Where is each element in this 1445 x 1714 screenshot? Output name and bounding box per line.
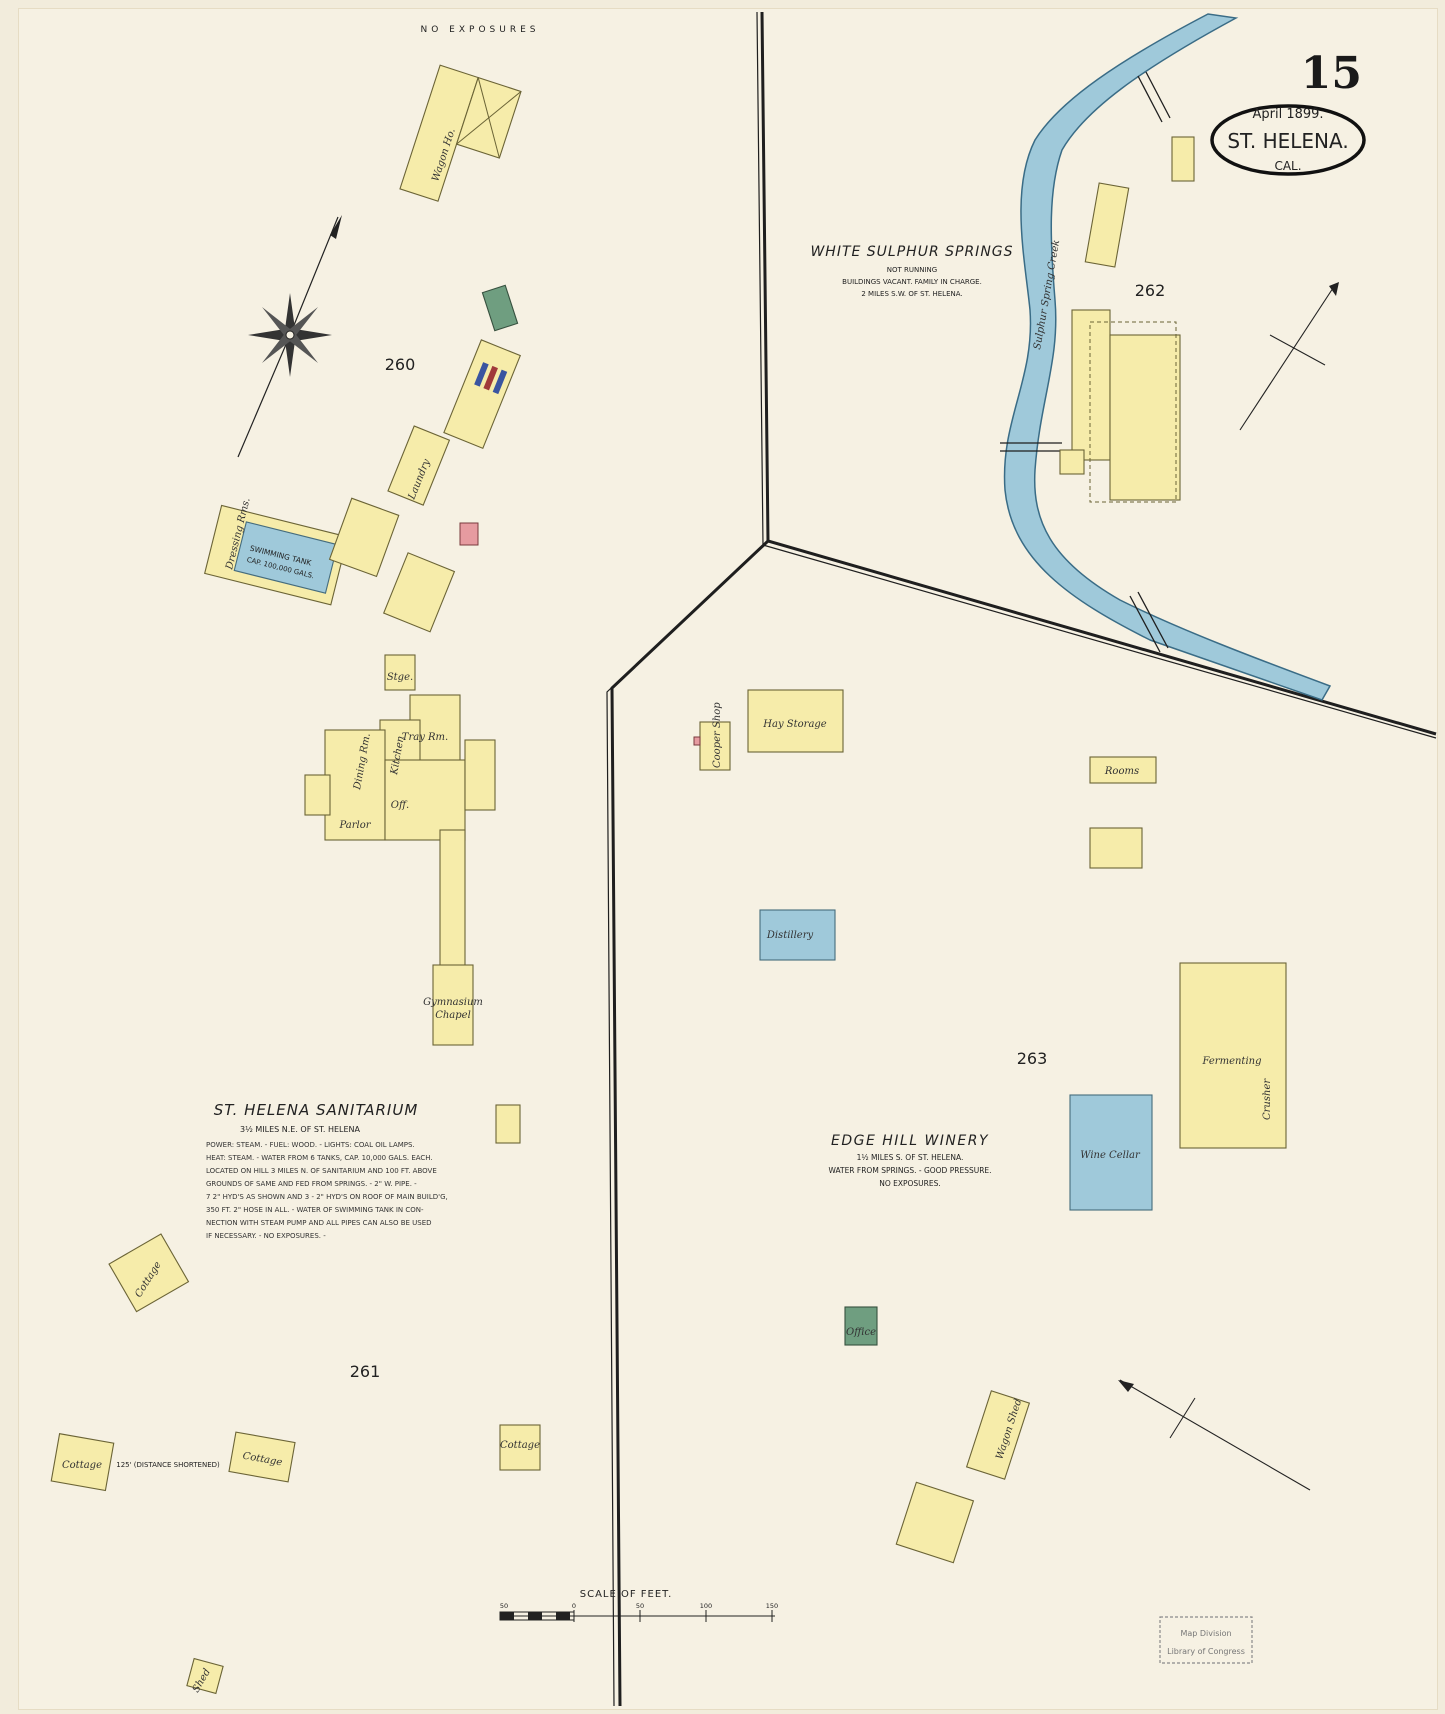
edge-hill-buildings <box>693 689 1287 1564</box>
edge-hill-line2: WATER FROM SPRINGS. - GOOD PRESSURE. <box>828 1166 991 1175</box>
sanitarium-notes: POWER: STEAM. - FUEL: WOOD. - LIGHTS: CO… <box>206 1141 448 1240</box>
svg-text:HEAT: STEAM. - WATER FROM 6 TA: HEAT: STEAM. - WATER FROM 6 TANKS, CAP. … <box>206 1154 433 1162</box>
rooms-label: Rooms <box>1104 766 1139 777</box>
off-label: Off. <box>391 800 409 811</box>
main-building <box>304 654 496 1046</box>
cottage-l <box>495 1104 521 1144</box>
north-arrow-icon-263 <box>1118 1379 1311 1491</box>
svg-text:LOCATED ON HILL 3 MILES N. OF: LOCATED ON HILL 3 MILES N. OF SANITARIUM… <box>206 1167 437 1175</box>
white-sulphur-title: WHITE SULPHUR SPRINGS <box>810 244 1013 260</box>
distance-note: 125' (DISTANCE SHORTENED) <box>116 1461 220 1469</box>
fermenting-label: Fermenting <box>1202 1056 1262 1067</box>
north-arrow-icon-262 <box>1239 282 1339 431</box>
cartouche-date: April 1899. <box>1252 107 1323 122</box>
wagon-house <box>399 64 522 202</box>
svg-text:GROUNDS OF SAME AND FED FROM S: GROUNDS OF SAME AND FED FROM SPRINGS. - … <box>206 1180 417 1188</box>
scale-bar <box>499 1610 775 1622</box>
gymnasium-label: Gymnasium <box>423 997 483 1008</box>
wine-cellar-label: Wine Cellar <box>1080 1150 1141 1161</box>
block-263: 263 <box>1017 1049 1048 1068</box>
scale-label: SCALE OF FEET. <box>580 1589 673 1600</box>
cottage-p <box>50 1433 115 1492</box>
swimming-tank-building <box>204 504 349 606</box>
svg-text:POWER: STEAM. - FUEL: WOOD. -: POWER: STEAM. - FUEL: WOOD. - LIGHTS: CO… <box>206 1141 415 1149</box>
edge-hill-line3: NO EXPOSURES. <box>879 1179 941 1188</box>
block-260: 260 <box>385 355 416 374</box>
office-label: Office <box>846 1327 876 1338</box>
compass-rose-icon <box>237 215 342 458</box>
cottage-m-label: Cottage <box>500 1440 540 1451</box>
cottage-q <box>108 1233 190 1313</box>
distillery-label: Distillery <box>766 930 814 941</box>
cottage-m <box>499 1424 541 1471</box>
stamp-line2: Library of Congress <box>1167 1647 1245 1656</box>
map-sheet <box>18 8 1438 1710</box>
sulphur-spring-creek <box>1003 13 1332 701</box>
scale-ticks: 50 0 50 100 150 <box>500 1602 778 1610</box>
svg-text:7 2" HYD'S AS SHOWN AND 3 - 2": 7 2" HYD'S AS SHOWN AND 3 - 2" HYD'S ON … <box>206 1193 448 1201</box>
bath-buildings <box>328 497 479 633</box>
block-262: 262 <box>1135 281 1166 300</box>
sanitarium-title: ST. HELENA SANITARIUM <box>214 1101 419 1119</box>
svg-text:50: 50 <box>636 1602 644 1610</box>
svg-text:IF NECESSARY. - NO EXPOSURES.: IF NECESSARY. - NO EXPOSURES. - <box>206 1232 326 1240</box>
svg-text:150: 150 <box>766 1602 778 1610</box>
parlor-label: Parlor <box>338 820 371 831</box>
laundry-wing <box>387 339 522 506</box>
sanitarium-subtitle: 3½ MILES N.E. OF ST. HELENA <box>240 1125 361 1134</box>
white-sulphur-buildings <box>1059 136 1195 503</box>
cartouche-city: ST. HELENA. <box>1227 129 1348 153</box>
cooper-label: Cooper Shop <box>712 702 723 768</box>
crusher-label: Crusher <box>1262 1078 1273 1120</box>
cartouche <box>1210 104 1366 176</box>
adobe-building-j <box>481 284 519 332</box>
cottage-p-label: Cottage <box>62 1460 102 1471</box>
svg-text:350 FT. 2" HOSE IN ALL. - WATE: 350 FT. 2" HOSE IN ALL. - WATER OF SWIMM… <box>206 1206 424 1214</box>
edge-hill-title: EDGE HILL WINERY <box>831 1133 989 1149</box>
library-stamp <box>1159 1616 1253 1664</box>
hay-label: Hay Storage <box>762 719 827 730</box>
svg-text:NECTION WITH STEAM PUMP AND AL: NECTION WITH STEAM PUMP AND ALL PIPES CA… <box>206 1219 432 1227</box>
chapel-label: Chapel <box>435 1010 471 1021</box>
cottage-o <box>228 1431 296 1483</box>
svg-text:0: 0 <box>572 1602 576 1610</box>
sheet-number: 15 <box>1301 48 1362 99</box>
shed-n <box>186 1657 224 1695</box>
block-261: 261 <box>350 1362 381 1381</box>
stge-label: Stge. <box>387 672 413 683</box>
svg-text:50: 50 <box>500 1602 508 1610</box>
white-sulphur-line3: 2 MILES S.W. OF ST. HELENA. <box>861 290 962 298</box>
section-dividers <box>606 11 1437 1707</box>
white-sulphur-line1: NOT RUNNING <box>887 266 937 274</box>
top-note: NO EXPOSURES <box>421 25 540 35</box>
edge-hill-line1: 1½ MILES S. OF ST. HELENA. <box>857 1153 964 1162</box>
tray-rm-label: Tray Rm. <box>402 732 448 743</box>
cartouche-state: CAL. <box>1274 159 1301 173</box>
stamp-line1: Map Division <box>1180 1629 1231 1638</box>
svg-text:100: 100 <box>700 1602 712 1610</box>
white-sulphur-line2: BUILDINGS VACANT. FAMILY IN CHARGE. <box>842 278 982 286</box>
